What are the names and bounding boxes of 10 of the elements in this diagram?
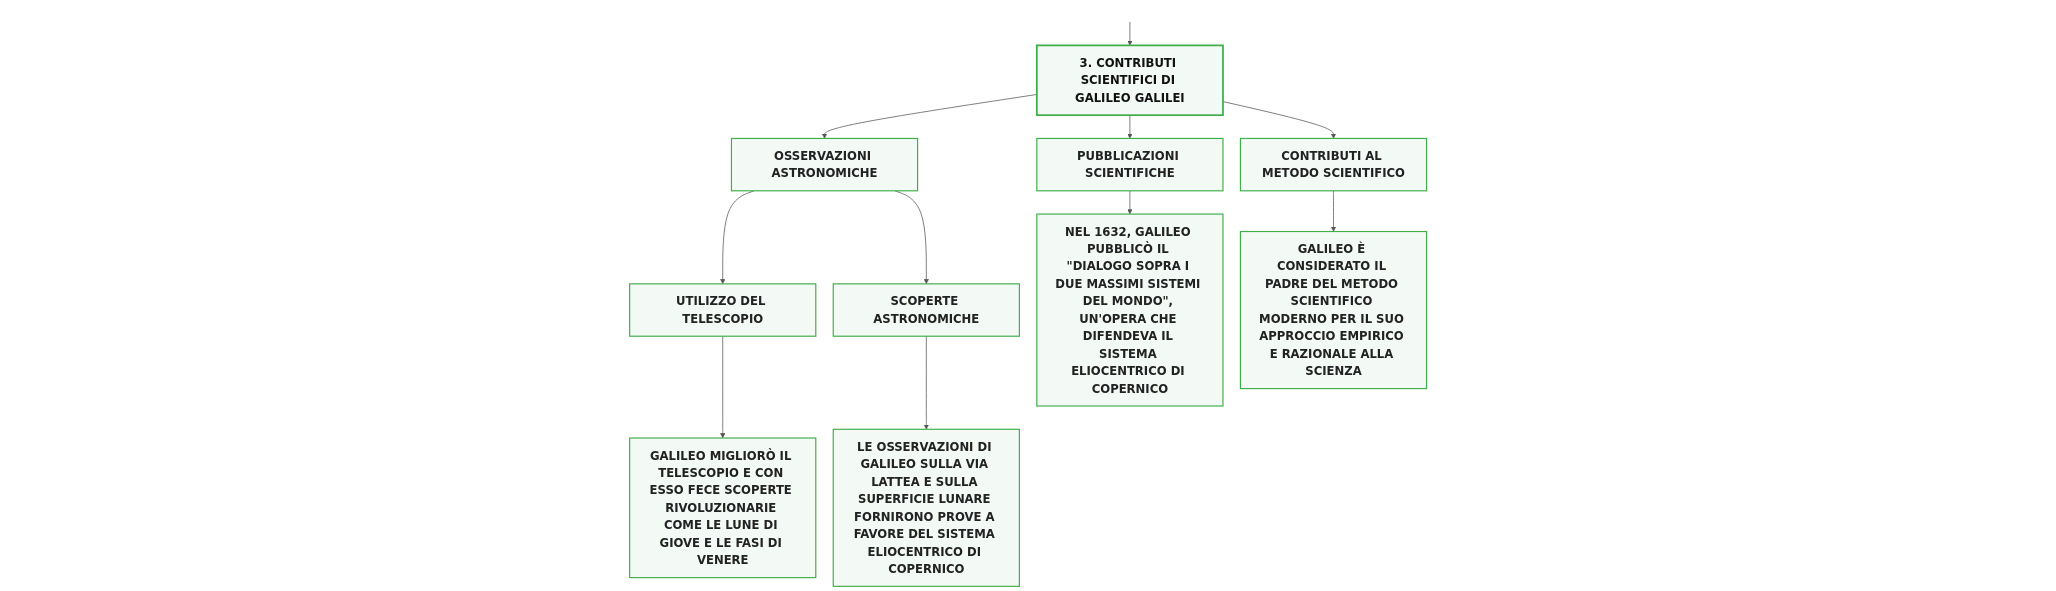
- node-box: NEL 1632, GALILEO PUBBLICÒ IL "DIALOGO SOPRA I DUE MASSIMI SISTEMI DEL MONDO", UN'OPERA CHE DIFENDEVA IL SISTEMA ELIOCENTRICO DI COPERNICO: [1036, 213, 1224, 407]
- node-box: PUBBLICAZIONI SCIENTIFICHE: [1036, 137, 1224, 192]
- node-box: 3. CONTRIBUTI SCIENTIFICI DI GALILEO GALILEI: [1035, 44, 1224, 117]
- node-box: GALILEO MIGLIORÒ IL TELESCOPIO E CON ESSO FECE SCOPERTE RIVOLUZIONARIE COME LE LUNE DI GIOVE E LE FASI DI VENERE: [628, 437, 817, 579]
- node-box: SCOPERTE ASTRONOMICHE: [832, 283, 1020, 337]
- node-box: CONTRIBUTI AL METODO SCIENTIFICO: [1239, 137, 1428, 192]
- node-box: UTILIZZO DEL TELESCOPIO: [628, 283, 817, 337]
- node-box: GALILEO È CONSIDERATO IL PADRE DEL METODO SCIENTIFICO MODERNO PER IL SUO APPROCCIO EMPIRICO E RAZIONALE ALLA SCIENZA: [1239, 230, 1428, 390]
- node-box: OSSERVAZIONI ASTRONOMICHE: [730, 137, 919, 192]
- node-box: LE OSSERVAZIONI DI GALILEO SULLA VIA LATTEA E SULLA SUPERFICIE LUNARE FORNIRONO PROVE A FAVORE DEL SISTEMA ELIOCENTRICO DI COPERNICO: [832, 428, 1020, 587]
